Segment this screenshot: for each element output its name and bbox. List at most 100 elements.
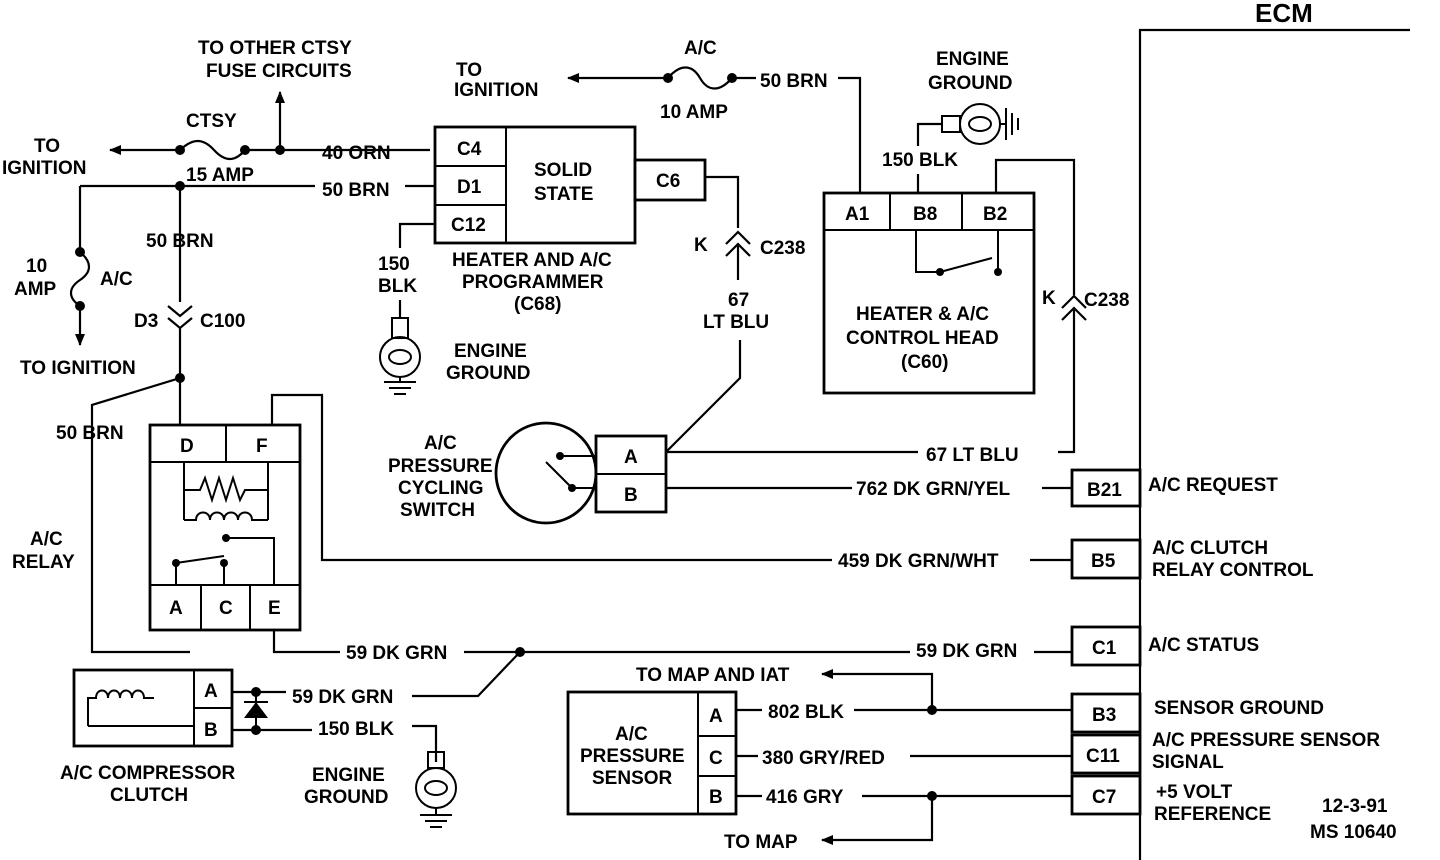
programmer-pin-c6: C6 <box>656 171 680 192</box>
control-head-pin-b8: B8 <box>913 204 937 225</box>
sensor-caption: A/C <box>615 724 648 745</box>
svg-text:59 DK GRN: 59 DK GRN <box>346 643 447 664</box>
relay-caption: A/C <box>30 529 63 550</box>
c238-left-connector-symbol <box>725 230 751 257</box>
svg-text:STATE: STATE <box>534 184 593 205</box>
ecm-pin-c7: C7 +5 VOLT REFERENCE <box>1070 774 1271 825</box>
wire-762-label: 762 DK GRN/YEL <box>856 479 1011 500</box>
svg-text:AMP: AMP <box>14 279 57 300</box>
clutch-pin-a: A <box>204 681 218 702</box>
ecm-pin-b3: B3 SENSOR GROUND <box>1070 692 1324 734</box>
brn-50-bus: 50 BRN 10 AMP A/C TO IGNITION 50 BRN D3 … <box>14 180 435 654</box>
ac-pressure-cycling-switch: A B A/C PRESSURE CYCLING SWITCH 67 LT BL… <box>388 421 1072 525</box>
svg-text:CLUTCH: CLUTCH <box>110 785 188 806</box>
svg-text:C238: C238 <box>760 238 805 259</box>
svg-text:(C68): (C68) <box>514 294 562 315</box>
to-ignition-top-label: TO <box>456 60 482 81</box>
svg-text:GROUND: GROUND <box>928 73 1012 94</box>
svg-text:PRESSURE: PRESSURE <box>388 456 493 477</box>
svg-text:RELAY CONTROL: RELAY CONTROL <box>1152 560 1314 581</box>
svg-text:150 BLK: 150 BLK <box>882 150 958 171</box>
ecm-label-clutch-relay: A/C CLUTCH <box>1152 538 1268 559</box>
wire-40-orn-label: 40 ORN <box>322 143 391 164</box>
ecm-module: ECM B21 A/C REQUEST B5 A/C CLUTCH RELAY … <box>1070 0 1410 860</box>
ac-top-fuse-name: A/C <box>684 38 717 59</box>
svg-text:IGNITION: IGNITION <box>2 158 86 179</box>
to-map-and-iat-label: TO MAP AND IAT <box>636 665 790 686</box>
svg-text:PROGRAMMER: PROGRAMMER <box>462 272 604 293</box>
svg-text:BLK: BLK <box>378 276 417 297</box>
ctsy-fuse-circuit: TO OTHER CTSY FUSE CIRCUITS CTSY 15 AMP … <box>2 38 430 186</box>
svg-text:IGNITION: IGNITION <box>454 80 538 101</box>
svg-text:B5: B5 <box>1091 551 1116 572</box>
svg-text:50 BRN: 50 BRN <box>760 71 828 92</box>
c100-connector-symbol <box>167 305 193 330</box>
heater-ac-programmer: C4 D1 C12 SOLID STATE C6 HEATER AND A/C … <box>378 125 707 318</box>
heater-ac-control-head: A1 B8 B2 HEATER & A/C CONTROL HEAD (C60)… <box>822 122 1129 454</box>
svg-text:RELAY: RELAY <box>12 552 75 573</box>
to-ignition-bottom-label: TO IGNITION <box>20 358 136 379</box>
svg-text:50 BRN: 50 BRN <box>322 180 390 201</box>
ecm-title: ECM <box>1255 0 1313 28</box>
wire-59-label: 59 DK GRN <box>916 641 1017 662</box>
ac-left-fuse-rating: 10 <box>26 256 47 277</box>
control-head-pin-a1: A1 <box>845 204 870 225</box>
relay-pin-d: D <box>180 436 194 457</box>
c100-name: C100 <box>200 311 245 332</box>
svg-text:CYCLING: CYCLING <box>398 478 484 499</box>
wire-416-label: 416 GRY <box>766 787 844 808</box>
svg-text:GROUND: GROUND <box>446 363 530 384</box>
ctsy-fuse-name: CTSY <box>186 111 237 132</box>
ecm-label-ac-status: A/C STATUS <box>1148 635 1259 656</box>
to-map-label: TO MAP <box>724 832 798 853</box>
wire-459-label: 459 DK GRN/WHT <box>838 551 999 572</box>
clutch-caption: A/C COMPRESSOR <box>60 763 236 784</box>
control-head-pin-b2: B2 <box>983 204 1007 225</box>
svg-text:C1: C1 <box>1092 638 1117 659</box>
svg-text:REFERENCE: REFERENCE <box>1154 804 1271 825</box>
ac-pressure-sensor: A C B A/C PRESSURE SENSOR 802 BLK TO MAP… <box>566 665 1072 853</box>
switch-pin-b: B <box>624 485 638 506</box>
sensor-pin-b: B <box>709 787 723 808</box>
svg-text:CONTROL HEAD: CONTROL HEAD <box>846 328 999 349</box>
diagram-ms-number: MS 10640 <box>1310 822 1397 843</box>
sensor-pin-a: A <box>709 706 723 727</box>
ecm-pin-b21: B21 A/C REQUEST <box>1070 468 1278 508</box>
relay-contacts-icon <box>172 534 275 585</box>
ecm-pin-c1: C1 A/C STATUS <box>1070 625 1259 667</box>
svg-text:K: K <box>694 235 708 256</box>
engine-ground-bottom: ENGINE GROUND <box>304 751 457 828</box>
wire-67-lt-blu-label: 67 LT BLU <box>926 445 1019 466</box>
ac-relay: D F A C E A/C RELAY 459 DK GRN/WHT 59 DK… <box>12 393 1072 698</box>
ctsy-fuse-symbol <box>179 139 246 161</box>
ecm-label-ac-request: A/C REQUEST <box>1148 475 1278 496</box>
svg-text:ENGINE: ENGINE <box>312 765 385 786</box>
ac-left-fuse-name: A/C <box>100 269 133 290</box>
svg-text:ENGINE: ENGINE <box>454 341 527 362</box>
ecm-label-5v-ref: +5 VOLT <box>1156 782 1233 803</box>
svg-text:SENSOR: SENSOR <box>592 768 673 789</box>
svg-text:SWITCH: SWITCH <box>400 500 475 521</box>
svg-text:B21: B21 <box>1087 480 1122 501</box>
relay-pin-a: A <box>169 598 183 619</box>
svg-text:(C60): (C60) <box>901 352 949 373</box>
c238-right-connector-symbol <box>1061 294 1087 321</box>
svg-text:C7: C7 <box>1092 787 1116 808</box>
ctsy-fuse-rating: 15 AMP <box>186 165 254 186</box>
relay-pin-e: E <box>268 598 281 619</box>
wire-802-label: 802 BLK <box>768 702 844 723</box>
programmer-caption: HEATER AND A/C <box>452 250 612 271</box>
ac-top-fuse-rating: 10 AMP <box>660 102 728 123</box>
ecm-label-pressure-signal: A/C PRESSURE SENSOR <box>1152 730 1380 751</box>
programmer-pin-d1: D1 <box>457 177 482 198</box>
ac-left-fuse-symbol <box>69 251 91 307</box>
switch-caption: A/C <box>424 433 457 454</box>
ecm-label-sensor-ground: SENSOR GROUND <box>1154 698 1324 719</box>
svg-text:150 BLK: 150 BLK <box>318 719 394 740</box>
to-other-ctsy-label: TO OTHER CTSY <box>198 38 352 59</box>
clutch-coil-icon <box>87 689 194 727</box>
svg-text:GROUND: GROUND <box>304 787 388 808</box>
ac-top-fuse-circuit: TO IGNITION A/C 10 AMP 50 BRN <box>454 38 862 193</box>
c238-name: C238 <box>1084 290 1129 311</box>
ac-compressor-clutch: A B A/C COMPRESSOR CLUTCH 59 DK GRN 150 … <box>60 668 438 806</box>
